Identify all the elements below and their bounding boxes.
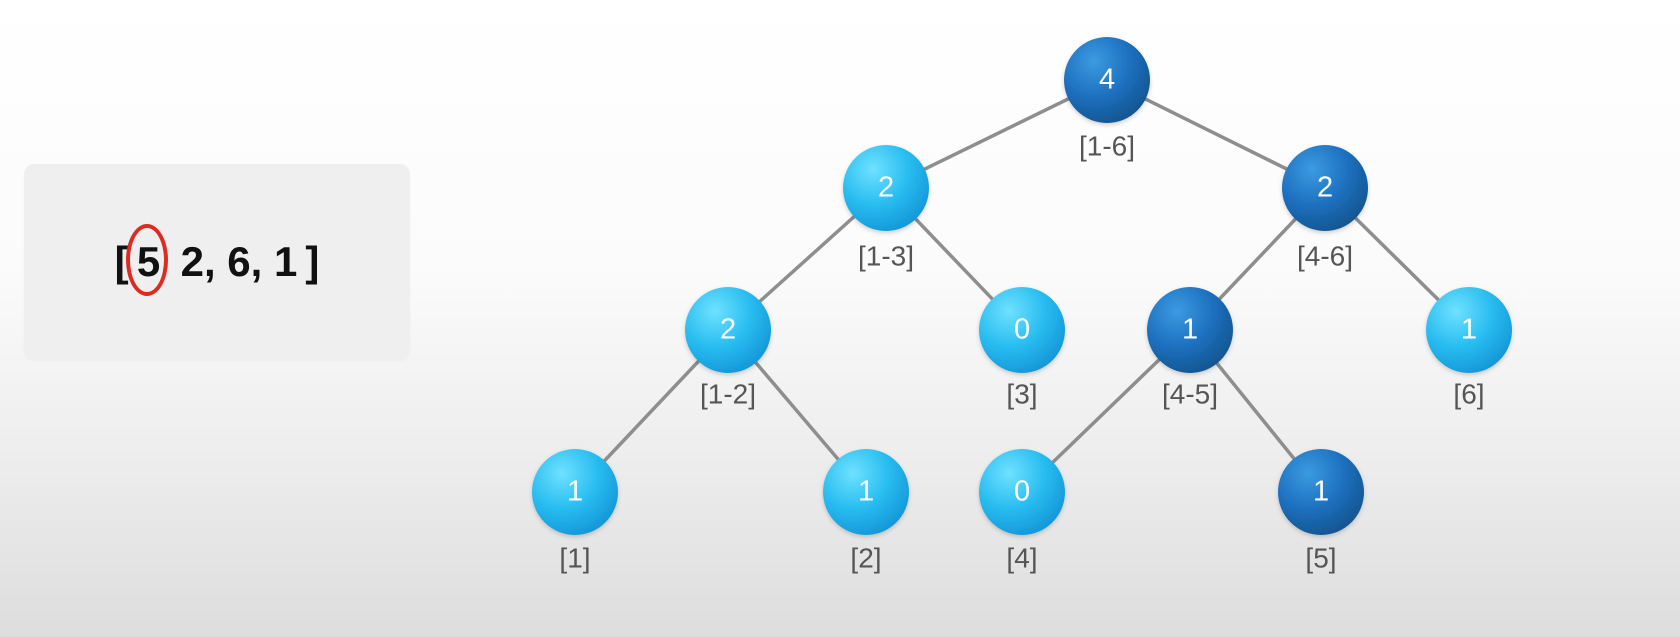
range-labels: [1-6] [1-3] [4-6] [1-2] [3] [4-5] [6] [1… xyxy=(559,130,1484,573)
array-display: [ 5 2, 6, 1 ] xyxy=(24,164,410,360)
node-circle-range-1-6 xyxy=(1064,37,1150,123)
range-label-4-5: [4-5] xyxy=(1162,378,1218,409)
node-value-range-3: 0 xyxy=(1014,314,1030,346)
node-value-range-1-2: 2 xyxy=(720,314,736,346)
highlighted-array-value: 5 xyxy=(125,224,168,296)
range-label-6: [6] xyxy=(1453,378,1484,409)
node-circle-range-1 xyxy=(532,449,618,535)
tree-edges xyxy=(573,78,1471,494)
array-close-bracket: ] xyxy=(305,238,320,285)
range-label-2: [2] xyxy=(850,542,881,573)
tree-node-range-1-2: 2 xyxy=(685,287,771,373)
node-value-range-5: 1 xyxy=(1313,476,1329,508)
node-circle-range-4 xyxy=(979,449,1065,535)
tree-node-range-1-3: 2 xyxy=(843,145,929,231)
tree-node-range-4-6: 2 xyxy=(1282,145,1368,231)
tree-nodes: 4 2 2 2 0 1 1 1 xyxy=(532,37,1512,535)
red-circle-highlight xyxy=(125,224,168,296)
node-circle-range-6 xyxy=(1426,287,1512,373)
node-value-range-6: 1 xyxy=(1461,314,1477,346)
node-value-range-4-6: 2 xyxy=(1317,172,1333,204)
node-circle-range-1-2 xyxy=(685,287,771,373)
array-remaining-values: 2, 6, 1 xyxy=(180,238,298,285)
tree-node-range-6: 1 xyxy=(1426,287,1512,373)
range-label-3: [3] xyxy=(1006,378,1037,409)
node-value-range-2: 1 xyxy=(858,476,874,508)
tree-node-range-4-5: 1 xyxy=(1147,287,1233,373)
node-circle-range-4-6 xyxy=(1282,145,1368,231)
array-open-bracket: [ xyxy=(114,238,129,285)
range-label-4: [4] xyxy=(1006,542,1037,573)
tree-node-range-3: 0 xyxy=(979,287,1065,373)
array-card: [ 5 2, 6, 1 ] xyxy=(24,164,410,360)
node-value-range-1-6: 4 xyxy=(1099,64,1115,96)
node-value-range-1: 1 xyxy=(567,476,583,508)
tree-node-range-4: 0 xyxy=(979,449,1065,535)
node-circle-range-4-5 xyxy=(1147,287,1233,373)
node-circle-range-1-3 xyxy=(843,145,929,231)
range-label-4-6: [4-6] xyxy=(1297,240,1353,271)
range-label-1-6: [1-6] xyxy=(1079,130,1135,161)
node-value-range-4: 0 xyxy=(1014,476,1030,508)
node-circle-range-2 xyxy=(823,449,909,535)
range-label-1: [1] xyxy=(559,542,590,573)
range-label-1-2: [1-2] xyxy=(700,378,756,409)
tree-node-range-5: 1 xyxy=(1278,449,1364,535)
tree-node-range-1: 1 xyxy=(532,449,618,535)
node-value-range-4-5: 1 xyxy=(1182,314,1198,346)
range-label-1-3: [1-3] xyxy=(858,240,914,271)
range-label-5: [5] xyxy=(1305,542,1336,573)
node-value-range-1-3: 2 xyxy=(878,172,894,204)
tree-node-range-1-6: 4 xyxy=(1064,37,1150,123)
node-circle-range-5 xyxy=(1278,449,1364,535)
node-circle-range-3 xyxy=(979,287,1065,373)
tree-node-range-2: 1 xyxy=(823,449,909,535)
